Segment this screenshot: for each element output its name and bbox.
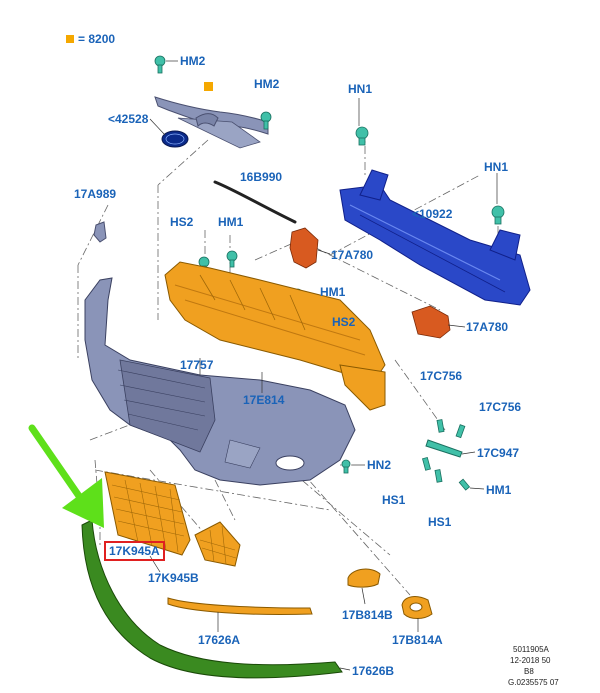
- footer-line-2: 12-2018 50: [510, 656, 551, 665]
- label-hn2[interactable]: HN2: [367, 458, 392, 472]
- footer-line-4: G.0235575 07: [508, 678, 559, 687]
- label-hm2-left[interactable]: HM2: [180, 54, 206, 68]
- label-17c756-b[interactable]: 17C756: [479, 400, 522, 414]
- clip-strip-17c947: [425, 439, 463, 458]
- grille-insert-17k945b: [194, 521, 241, 567]
- label-17b814b[interactable]: 17B814B: [342, 608, 393, 622]
- label-17e814[interactable]: 17E814: [243, 393, 285, 407]
- energy-absorber: [164, 261, 386, 411]
- label-hm1-mid[interactable]: HM1: [320, 285, 346, 299]
- label-17c947[interactable]: 17C947: [477, 446, 520, 460]
- label-hm1-top[interactable]: HM1: [218, 215, 244, 229]
- footer-line-3: B8: [524, 667, 534, 676]
- label-hs1-left[interactable]: HS1: [382, 493, 406, 507]
- lower-grille-17k945a: [104, 471, 191, 556]
- label-leaders: [149, 60, 498, 671]
- label-16b990[interactable]: 16B990: [240, 170, 283, 184]
- legend-marker-upper: [204, 82, 213, 91]
- footer-line-1: 5011905A: [513, 645, 549, 654]
- reinforcement-bar: [339, 169, 531, 306]
- label-hs1-right[interactable]: HS1: [428, 515, 452, 529]
- wire-16b990: [213, 180, 297, 224]
- label-17a780-top[interactable]: 17A780: [331, 248, 374, 262]
- label-10922[interactable]: <10922: [412, 207, 453, 221]
- legend-square-icon: [66, 35, 74, 43]
- pointer-arrow: [28, 424, 104, 528]
- label-hn1-right[interactable]: HN1: [484, 160, 509, 174]
- label-17757[interactable]: 17757: [180, 358, 214, 372]
- upper-grille: [154, 96, 269, 149]
- legend-text: = 8200: [78, 32, 116, 46]
- label-17k945b[interactable]: 17K945B: [148, 571, 199, 585]
- bumper-cover: [84, 277, 356, 486]
- label-hm2-right[interactable]: HM2: [254, 77, 280, 91]
- label-42528[interactable]: <42528: [108, 112, 149, 126]
- brackets-17a780: [289, 227, 451, 339]
- ford-badge: [161, 130, 189, 148]
- label-hm1-low[interactable]: HM1: [486, 483, 512, 497]
- bracket-17a989: [93, 221, 107, 243]
- label-hs2-right[interactable]: HS2: [332, 315, 356, 329]
- label-hs2-left[interactable]: HS2: [170, 215, 194, 229]
- trim-strip-17626a: [167, 597, 313, 616]
- label-17b814a[interactable]: 17B814A: [392, 633, 443, 647]
- label-17c756-a[interactable]: 17C756: [420, 369, 463, 383]
- label-17626b[interactable]: 17626B: [352, 664, 395, 678]
- label-17a989[interactable]: 17A989: [74, 187, 117, 201]
- label-17a780-right[interactable]: 17A780: [466, 320, 509, 334]
- label-hn1-top[interactable]: HN1: [348, 82, 373, 96]
- label-17k945a-highlighted[interactable]: 17K945A: [104, 541, 165, 561]
- fog-bezels: [347, 568, 433, 619]
- lip-spoiler-17626b: [81, 519, 343, 679]
- label-17626a[interactable]: 17626A: [198, 633, 241, 647]
